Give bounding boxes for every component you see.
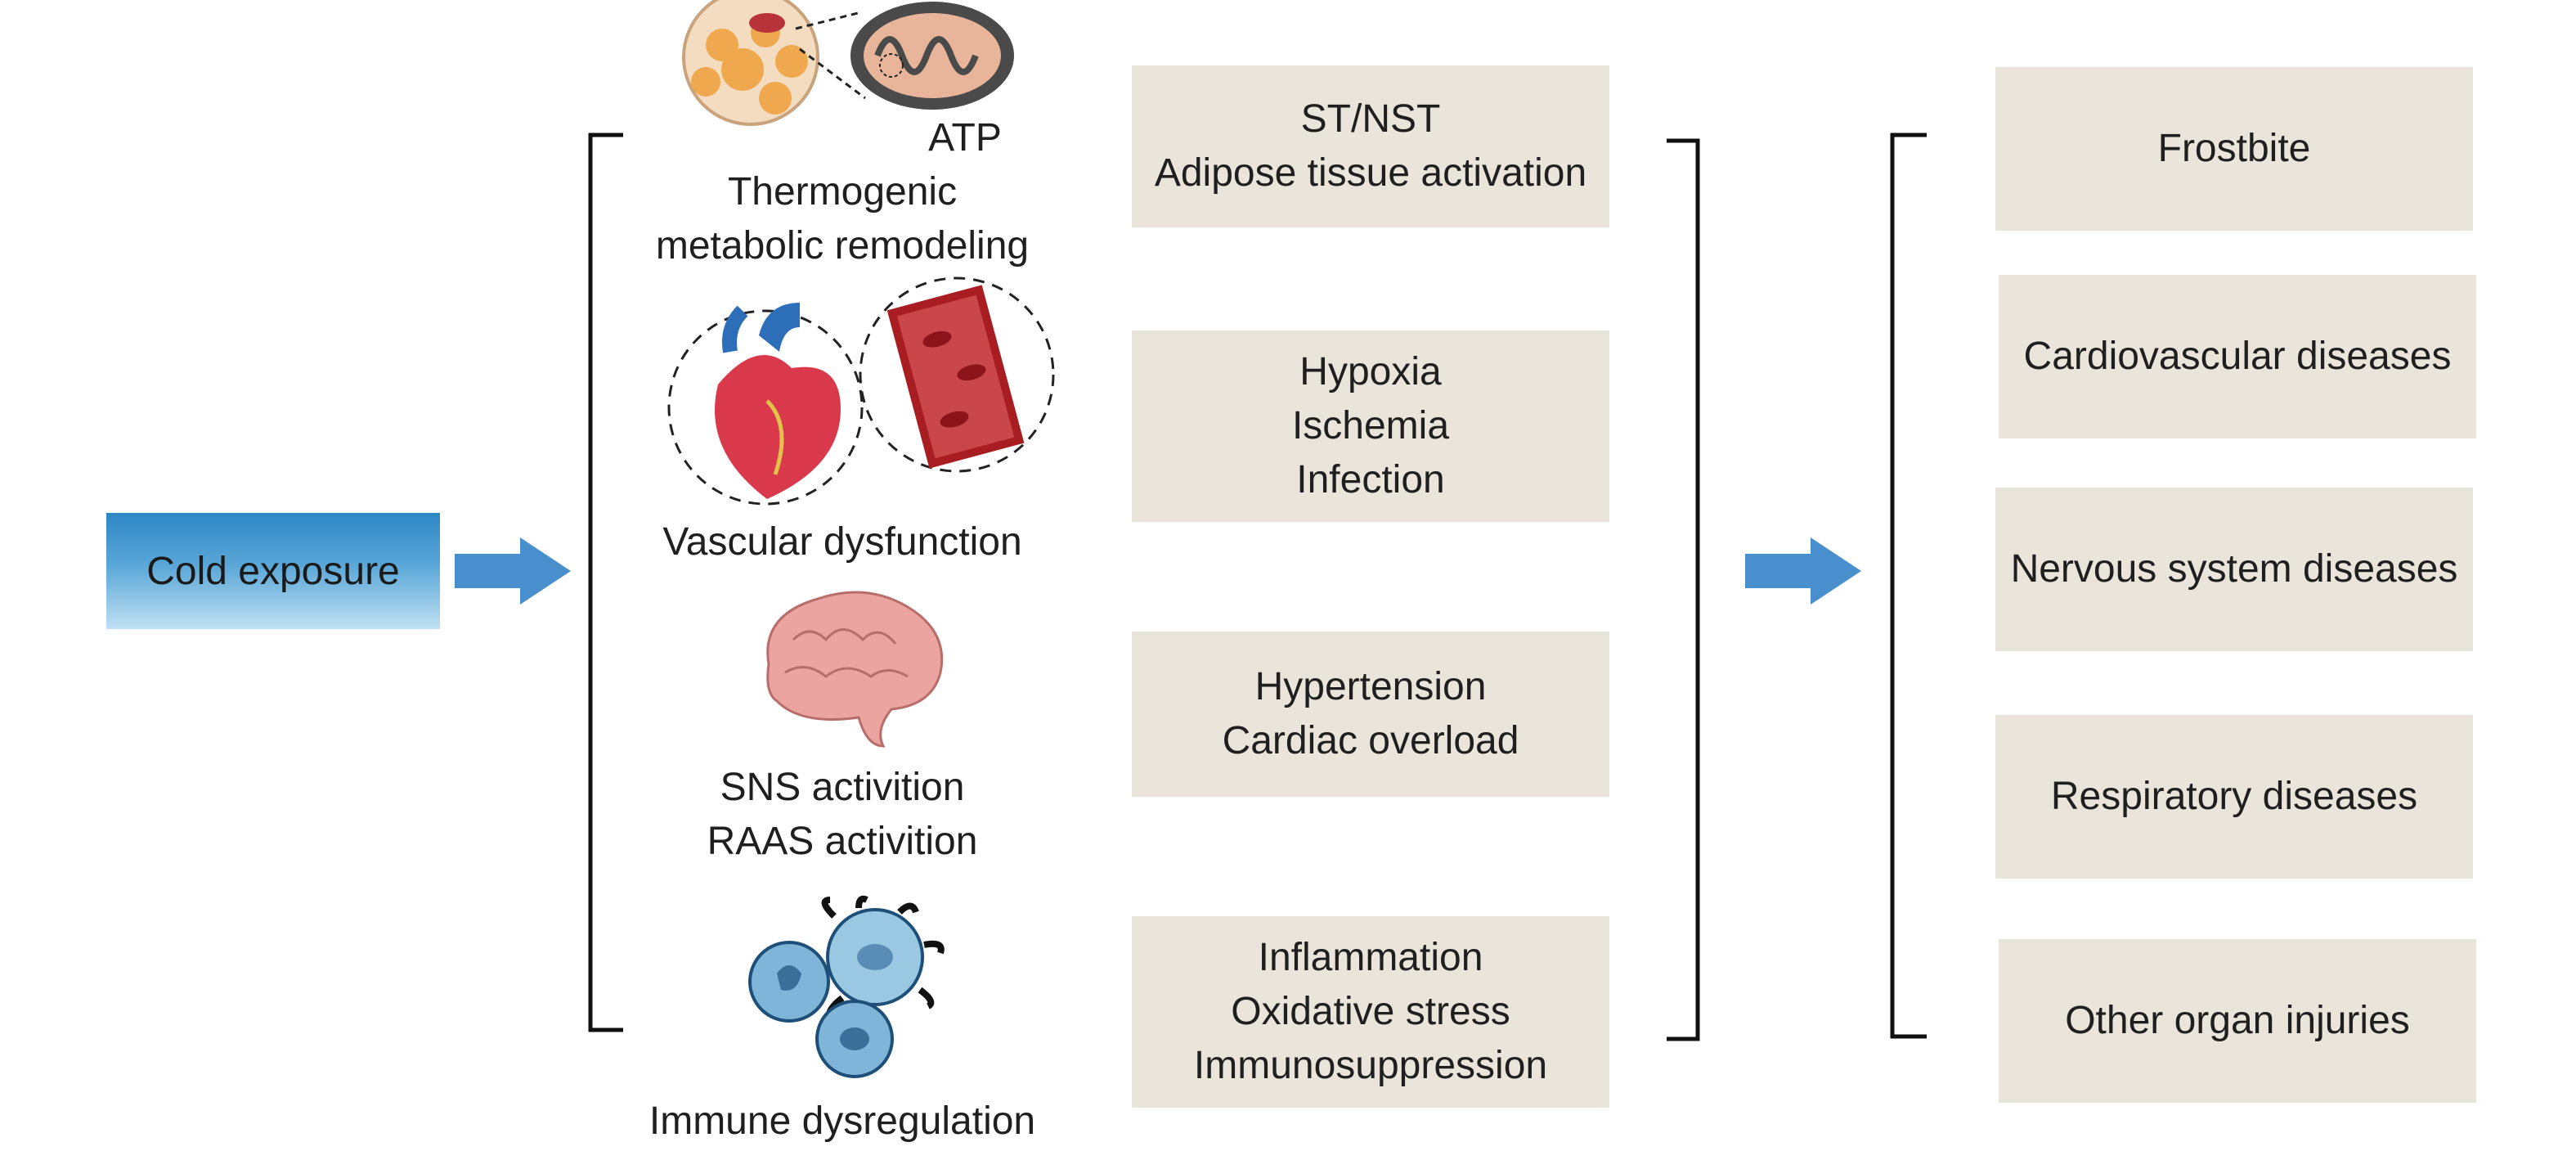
outcome-bracket bbox=[1890, 133, 1927, 1039]
brain-icon bbox=[766, 591, 944, 748]
effect-line: Infection bbox=[1296, 458, 1445, 501]
atp-callout: ATP bbox=[928, 116, 1002, 160]
outcome-box-other: Other organ injuries bbox=[1999, 939, 2476, 1103]
effect-box-inflammation: Inflammation Oxidative stress Immunosupp… bbox=[1132, 916, 1609, 1108]
caption-line: metabolic remodeling bbox=[655, 224, 1030, 268]
caption-line: Thermogenic bbox=[727, 170, 958, 214]
caption-line: Immune dysregulation bbox=[648, 1099, 1036, 1143]
outcome-label: Respiratory diseases bbox=[2050, 775, 2418, 818]
effect-line: Hypertension bbox=[1254, 665, 1487, 708]
mechanism-caption-sns: SNS activition RAAS activition bbox=[605, 761, 1079, 869]
arrow-right-icon bbox=[455, 537, 571, 605]
effect-box-hypoxia: Hypoxia Ischemia Infection bbox=[1132, 330, 1609, 522]
arrow-right-icon bbox=[1745, 537, 1861, 605]
caption-line: Vascular dysfunction bbox=[662, 520, 1022, 564]
outcome-label: Frostbite bbox=[2157, 127, 2311, 170]
effect-line: ST/NST bbox=[1300, 97, 1441, 141]
outcome-box-nervous: Nervous system diseases bbox=[1995, 488, 2473, 651]
effect-line: Cardiac overload bbox=[1222, 719, 1519, 762]
effect-line: Ischemia bbox=[1291, 404, 1450, 447]
left-bracket bbox=[588, 133, 623, 1032]
mechanism-caption-immune: Immune dysregulation bbox=[605, 1095, 1079, 1149]
immune-cells-icon bbox=[748, 895, 945, 1078]
effect-line: Immunosuppression bbox=[1193, 1044, 1548, 1087]
outcome-label: Other organ injuries bbox=[2065, 999, 2410, 1042]
cold-exposure-label: Cold exposure bbox=[146, 549, 400, 593]
cold-exposure-box: Cold exposure bbox=[106, 513, 440, 629]
outcome-label: Cardiovascular diseases bbox=[2023, 335, 2452, 378]
effect-line: Adipose tissue activation bbox=[1154, 151, 1587, 195]
outcome-box-frostbite: Frostbite bbox=[1995, 67, 2473, 231]
right-bracket bbox=[1667, 138, 1700, 1041]
caption-line: RAAS activition bbox=[707, 820, 978, 863]
effect-box-hypertension: Hypertension Cardiac overload bbox=[1132, 632, 1609, 797]
outcome-box-respiratory: Respiratory diseases bbox=[1995, 715, 2473, 879]
outcome-label: Nervous system diseases bbox=[2010, 547, 2458, 591]
mechanism-caption-vascular: Vascular dysfunction bbox=[605, 515, 1079, 569]
heart-vessel-icon bbox=[667, 277, 1055, 506]
effect-line: Hypoxia bbox=[1299, 350, 1442, 393]
effect-box-adipose: ST/NST Adipose tissue activation bbox=[1132, 65, 1609, 227]
adipocyte-mitochondria-icon bbox=[682, 0, 1014, 126]
effect-line: Inflammation bbox=[1258, 936, 1483, 979]
mechanism-caption-thermogenic: Thermogenic metabolic remodeling bbox=[605, 165, 1079, 273]
caption-line: SNS activition bbox=[720, 766, 965, 809]
effect-line: Oxidative stress bbox=[1231, 990, 1510, 1033]
outcome-box-cardiovascular: Cardiovascular diseases bbox=[1999, 275, 2476, 438]
